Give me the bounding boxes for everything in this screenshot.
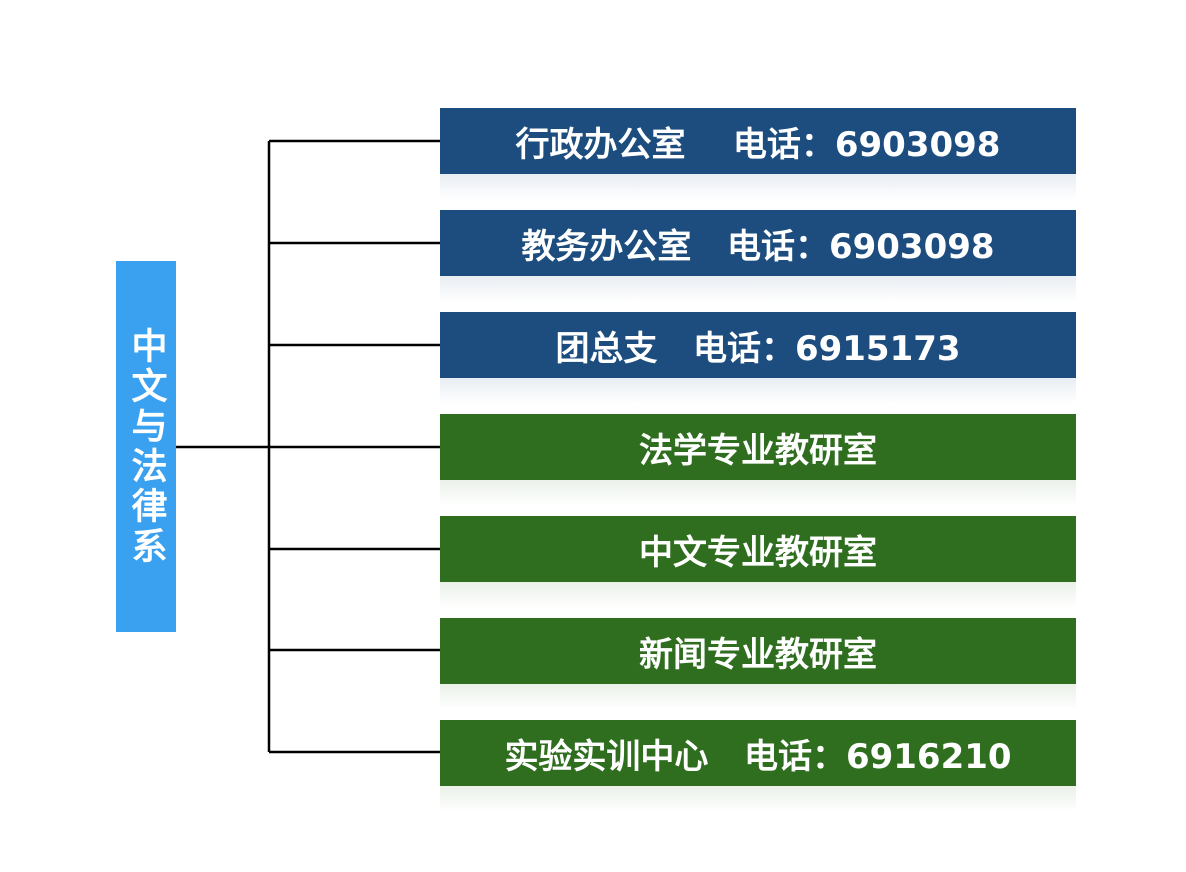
dept-box-law-teaching: 法学专业教研室 <box>440 414 1076 506</box>
dept-box-chinese-teaching: 中文专业教研室 <box>440 516 1076 608</box>
dept-box-journalism-teaching: 新闻专业教研室 <box>440 618 1076 710</box>
dept-label: 团总支 电话：6915173 <box>555 328 961 369</box>
dept-box-admin-office: 行政办公室 电话：6903098 <box>440 108 1076 200</box>
dept-label: 教务办公室 电话：6903098 <box>521 226 995 267</box>
root-label: 中文与法律系 <box>125 326 167 567</box>
dept-label: 行政办公室 电话：6903098 <box>515 124 1001 165</box>
dept-label: 新闻专业教研室 <box>639 634 877 675</box>
dept-box-lab-training-center: 实验实训中心 电话：6916210 <box>440 720 1076 812</box>
dept-box-academic-office: 教务办公室 电话：6903098 <box>440 210 1076 302</box>
dept-label: 法学专业教研室 <box>639 430 877 471</box>
dept-box-league-branch: 团总支 电话：6915173 <box>440 312 1076 404</box>
root-node: 中文与法律系 <box>116 261 176 632</box>
dept-label: 中文专业教研室 <box>639 532 877 573</box>
dept-label: 实验实训中心 电话：6916210 <box>504 736 1012 777</box>
